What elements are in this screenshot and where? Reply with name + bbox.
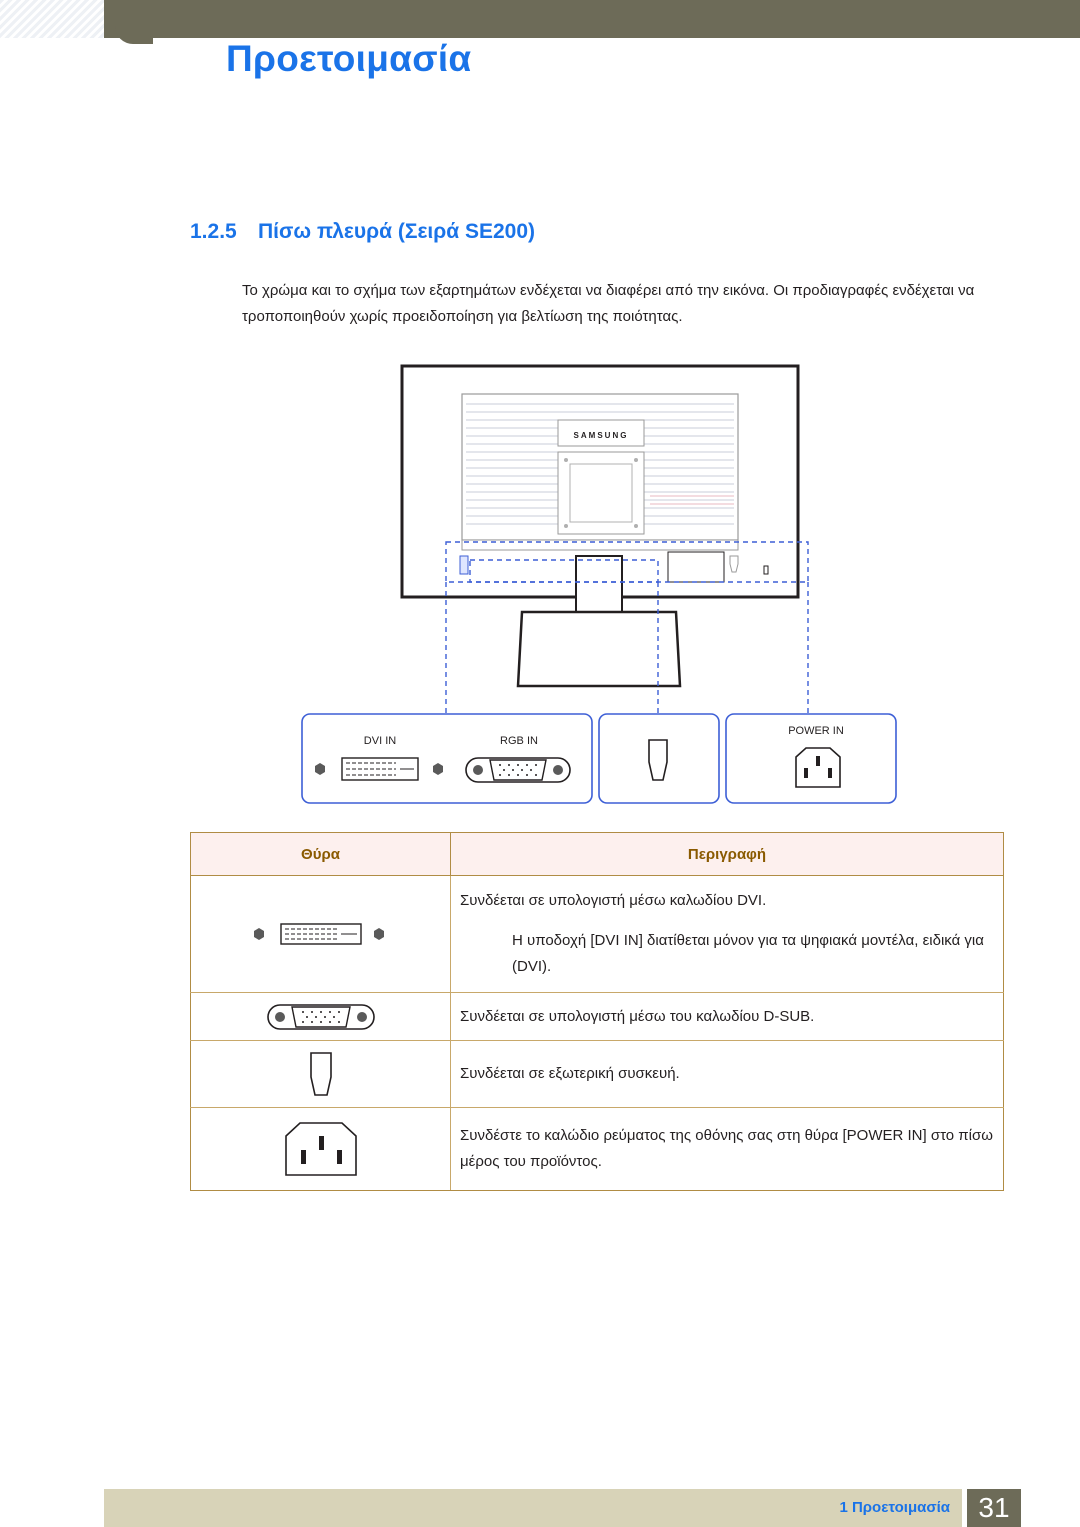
logo-plate [557, 419, 645, 447]
power-in-label: POWER IN [788, 725, 844, 737]
table-row: Συνδέεται σε εξωτερική συσκευή. [190, 1040, 1004, 1108]
chapter-title: Προετοιμασία [226, 38, 472, 79]
section-heading: 1.2.5 Πίσω πλευρά (Σειρά SE200) [190, 220, 535, 244]
stand-neck [575, 555, 623, 619]
dsub-port-icon [465, 757, 571, 783]
section-title: Πίσω πλευρά (Σειρά SE200) [258, 220, 536, 243]
monitor-rear-diagram: SAMSUNG DVI IN RGB IN POWER IN [301, 364, 897, 804]
table-row: Συνδέεται σε υπολογιστή μέσω του καλωδίο… [190, 992, 1004, 1041]
intro-paragraph: Το χρώμα και το σχήμα των εξαρτημάτων εν… [242, 282, 975, 325]
section-number: 1.2.5 [190, 220, 237, 243]
row-description: Συνδέεται σε εξωτερική συσκευή. [450, 1040, 1004, 1108]
table-row: Συνδέεται σε υπολογιστή μέσω καλωδίου DV… [190, 875, 1004, 993]
ports-table: Θύρα Περιγραφή Συνδέεται [190, 832, 1004, 1191]
dvi-in-label: DVI IN [364, 735, 396, 747]
row-note: Η υποδοχή [DVI IN] διατίθεται μόνον για … [512, 932, 984, 975]
footer-bar [104, 1489, 962, 1527]
footer-chapter-label: 1 Προετοιμασία [839, 1499, 950, 1516]
power-port-icon [795, 747, 841, 788]
port-column-header: Θύρα [190, 832, 451, 876]
kensington-lock-icon [648, 739, 668, 781]
dvi-port-icon [253, 923, 384, 945]
dvi-port-icon [315, 757, 443, 781]
dsub-port-icon [266, 1003, 375, 1030]
row-description: Συνδέεται σε υπολογιστή μέσω καλωδίου DV… [460, 892, 767, 909]
table-row: Συνδέστε το καλώδιο ρεύματος της οθόνης … [190, 1107, 1004, 1191]
description-column-header: Περιγραφή [450, 832, 1004, 876]
row-description: Συνδέστε το καλώδιο ρεύματος της οθόνης … [450, 1107, 1004, 1191]
kensington-lock-icon [309, 1052, 332, 1096]
port-strip [461, 539, 739, 551]
rgb-in-label: RGB IN [500, 735, 538, 747]
stand-base [516, 610, 682, 688]
row-description: Συνδέεται σε υπολογιστή μέσω του καλωδίο… [450, 992, 1004, 1041]
power-port-icon [284, 1122, 357, 1176]
brand-logo: SAMSUNG [574, 431, 629, 440]
header-hatch-pattern [0, 0, 104, 38]
header-bar [104, 0, 1080, 38]
chapter-tab [115, 20, 153, 44]
page-number: 31 [967, 1489, 1021, 1527]
